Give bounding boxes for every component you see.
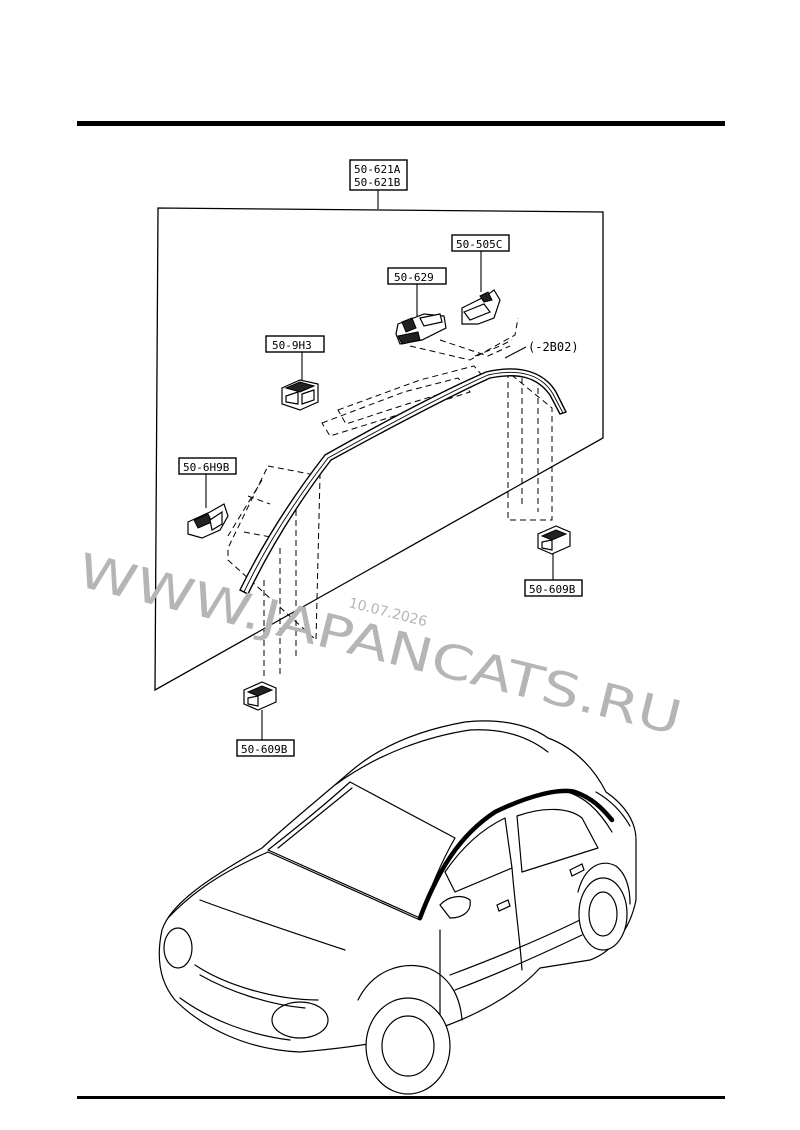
assembly-frame bbox=[154, 207, 604, 692]
car-illustration bbox=[158, 720, 637, 1095]
callout-main-a: 50-621A bbox=[354, 163, 401, 176]
callout-clip-6h9b[interactable]: 50-6H9B bbox=[178, 457, 237, 475]
callout-clip-629-label: 50-629 bbox=[394, 271, 434, 284]
clip-629-part bbox=[395, 313, 447, 345]
callout-clip-9h3-label: 50-9H3 bbox=[272, 339, 312, 352]
callout-clip-609b-right[interactable]: 50-609B bbox=[524, 579, 583, 597]
reference-label: (-2B02) bbox=[528, 340, 579, 354]
assembly-guides bbox=[227, 317, 553, 676]
bottom-rule bbox=[77, 1096, 725, 1099]
leader-reference bbox=[504, 346, 527, 359]
clip-609b-left-part bbox=[243, 681, 277, 711]
callout-clip-6h9b-label: 50-6H9B bbox=[183, 461, 230, 474]
callout-clip-609b-right-label: 50-609B bbox=[529, 583, 576, 596]
clip-6h9b-part bbox=[187, 503, 229, 539]
callout-main-b: 50-621B bbox=[354, 176, 401, 189]
clip-609b-right-part bbox=[537, 525, 571, 555]
callout-clip-609b-left[interactable]: 50-609B bbox=[236, 739, 295, 757]
callout-clip-505c-label: 50-505C bbox=[456, 238, 502, 251]
callout-main-part[interactable]: 50-621A 50-621B bbox=[349, 159, 408, 191]
callout-clip-629[interactable]: 50-629 bbox=[387, 267, 447, 285]
clip-9h3-part bbox=[281, 379, 319, 411]
clip-505c-part bbox=[461, 289, 501, 325]
callout-clip-505c[interactable]: 50-505C bbox=[451, 234, 510, 252]
roof-molding-inner-edge bbox=[243, 371, 564, 593]
callout-clip-609b-left-label: 50-609B bbox=[241, 743, 288, 756]
top-rule bbox=[77, 121, 725, 126]
watermark-site: WWW.JAPANCATS.RU bbox=[72, 543, 687, 746]
callout-clip-9h3[interactable]: 50-9H3 bbox=[265, 335, 325, 353]
